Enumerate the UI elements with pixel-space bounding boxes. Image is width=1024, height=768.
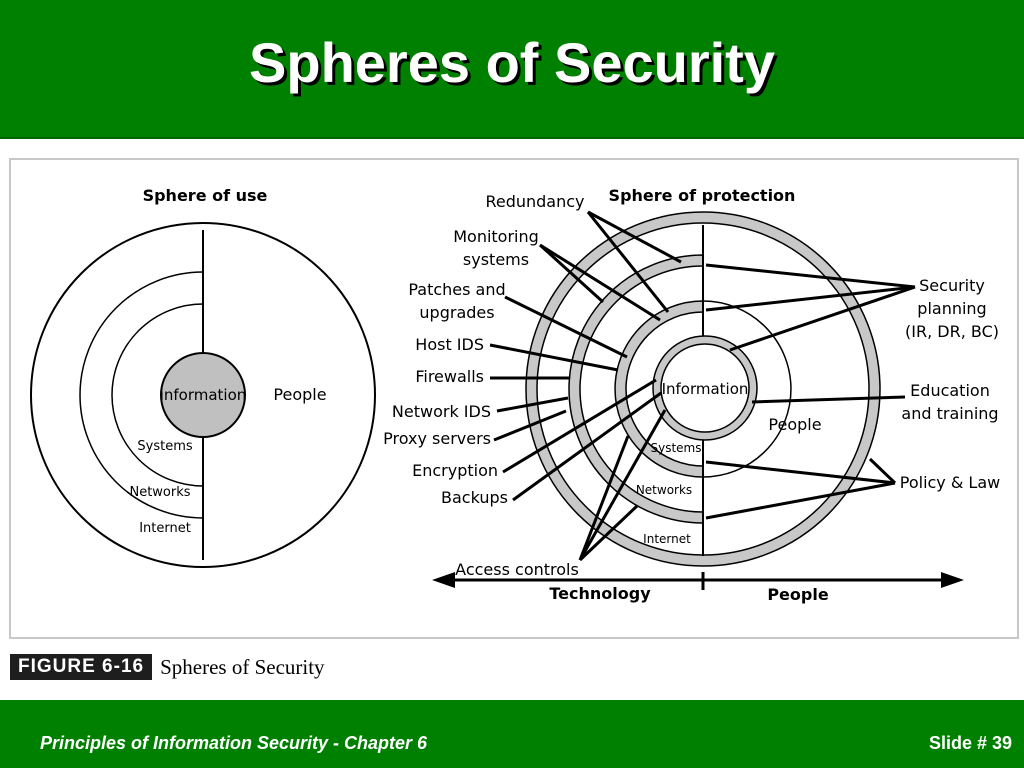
use-information-label: information bbox=[160, 386, 247, 404]
footer-slide-number: Slide # 39 bbox=[928, 733, 1012, 753]
axis-people-label: People bbox=[767, 585, 829, 604]
label-monitoring-2: systems bbox=[463, 250, 529, 269]
slide-footer: Principles of Information Security - Cha… bbox=[0, 700, 1024, 768]
label-encryption: Encryption bbox=[412, 461, 498, 480]
label-redundancy: Redundancy bbox=[485, 192, 584, 211]
label-patches-2: upgrades bbox=[419, 303, 494, 322]
technology-pointer-lines bbox=[489, 210, 682, 562]
use-internet-label: Internet bbox=[139, 521, 191, 536]
label-education-1: Education bbox=[910, 381, 990, 400]
label-proxy-servers: Proxy servers bbox=[383, 429, 491, 448]
figure-caption: FIGURE 6-16 Spheres of Security bbox=[10, 652, 325, 682]
use-systems-label: Systems bbox=[137, 439, 192, 454]
label-education-2: and training bbox=[901, 404, 998, 423]
label-monitoring-1: Monitoring bbox=[453, 227, 539, 246]
slide-header: Spheres of Security bbox=[0, 0, 1024, 139]
sphere-of-use: Sphere of use information People Systems… bbox=[30, 186, 376, 568]
protection-heading: Sphere of protection bbox=[609, 186, 796, 205]
figure-caption-text: Spheres of Security bbox=[160, 654, 325, 679]
use-people-label: People bbox=[273, 385, 326, 404]
protection-internet-label: Internet bbox=[643, 532, 691, 546]
use-networks-label: Networks bbox=[129, 485, 190, 500]
label-patches-1: Patches and bbox=[408, 280, 505, 299]
axis-left-arrow bbox=[432, 572, 455, 588]
sphere-of-use-heading: Sphere of use bbox=[143, 186, 268, 205]
use-systems-arc bbox=[111, 303, 204, 487]
use-networks-arc bbox=[79, 271, 204, 519]
label-host-ids: Host IDS bbox=[415, 335, 484, 354]
figure-number: FIGURE 6-16 bbox=[10, 654, 153, 680]
label-firewalls: Firewalls bbox=[415, 367, 484, 386]
spheres-diagram: Sphere of use information People Systems… bbox=[30, 186, 1000, 604]
sphere-of-protection: Sphere of protection Information People … bbox=[383, 186, 1000, 604]
protection-information-core bbox=[660, 343, 750, 433]
label-backups: Backups bbox=[441, 488, 508, 507]
label-security-3: (IR, DR, BC) bbox=[905, 322, 999, 341]
slide-title: Spheres of Security bbox=[249, 31, 775, 94]
protection-people-label: People bbox=[768, 415, 821, 434]
people-pointer-lines bbox=[705, 263, 916, 520]
protection-information-label: Information bbox=[662, 380, 749, 398]
protection-people-ring bbox=[702, 300, 792, 478]
footer-course-title: Principles of Information Security - Cha… bbox=[40, 733, 428, 753]
technology-people-axis: Technology People bbox=[432, 572, 964, 604]
label-policy-law: Policy & Law bbox=[900, 473, 1000, 492]
label-security-2: planning bbox=[917, 299, 986, 318]
protection-systems-label: Systems bbox=[651, 441, 702, 455]
protection-networks-label: Networks bbox=[636, 483, 692, 497]
axis-right-arrow bbox=[941, 572, 964, 588]
label-access-controls: Access controls bbox=[455, 560, 579, 579]
use-information-core bbox=[160, 352, 246, 438]
axis-technology-label: Technology bbox=[549, 584, 651, 603]
label-security-1: Security bbox=[919, 276, 985, 295]
label-network-ids: Network IDS bbox=[392, 402, 491, 421]
